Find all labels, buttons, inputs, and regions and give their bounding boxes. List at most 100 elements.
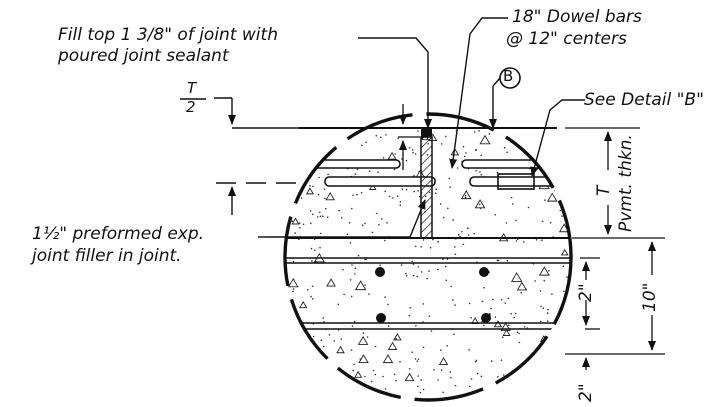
stipple-dot: [364, 284, 366, 286]
stipple-dot: [408, 368, 411, 370]
stipple-dot: [320, 232, 322, 235]
stipple-dot: [312, 335, 315, 338]
stipple-dot: [497, 259, 500, 262]
stipple-dot: [381, 218, 383, 220]
stipple-dot: [311, 285, 314, 288]
stipple-dot: [312, 213, 314, 216]
stipple-dot: [382, 157, 385, 159]
aggregate-triangle: [438, 357, 449, 366]
stipple-dot: [416, 275, 419, 278]
aggregate-triangle: [450, 147, 460, 156]
aggregate-triangle: [336, 345, 345, 354]
stipple-dot: [433, 369, 435, 371]
stipple-dot: [289, 177, 292, 180]
stipple-dot: [307, 134, 310, 137]
stipple-dot: [306, 362, 309, 365]
stipple-dot: [452, 299, 454, 301]
stipple-dot: [296, 337, 299, 340]
stipple-dot: [356, 168, 359, 171]
stipple-dot: [559, 209, 562, 212]
stipple-dot: [395, 337, 397, 340]
stipple-dot: [496, 259, 499, 262]
stipple-dot: [306, 289, 309, 291]
detail-reference-note: See Detail "B": [584, 90, 704, 110]
stipple-dot: [408, 147, 411, 149]
stipple-dot: [515, 240, 518, 242]
fraction-denominator: 2: [186, 98, 196, 116]
stipple-dot: [545, 157, 547, 159]
stipple-dot: [395, 379, 397, 382]
stipple-dot: [512, 203, 514, 205]
stipple-dot: [342, 269, 344, 271]
stipple-dot: [518, 332, 520, 335]
stipple-dot: [288, 194, 290, 196]
stipple-dot: [440, 369, 443, 371]
stipple-dot: [563, 290, 565, 293]
stipple-dot: [294, 349, 296, 352]
stipple-dot: [338, 384, 341, 387]
stipple-dot: [513, 316, 515, 319]
stipple-dot: [562, 360, 565, 363]
stipple-dot: [401, 188, 404, 190]
stipple-dot: [542, 307, 545, 309]
stipple-dot: [351, 207, 353, 210]
stipple-dot: [377, 171, 379, 173]
stipple-dot: [350, 295, 353, 298]
stipple-dot: [399, 360, 401, 363]
stipple-dot: [548, 270, 550, 272]
aggregate-triangle: [305, 187, 315, 195]
stipple-dot: [308, 147, 310, 149]
stipple-dot: [533, 385, 535, 388]
stipple-dot: [411, 149, 414, 151]
stipple-dot: [446, 345, 448, 347]
stipple-dot: [500, 359, 503, 362]
stipple-dot: [363, 391, 366, 393]
stipple-dot: [559, 329, 562, 332]
aggregate-triangle: [474, 199, 486, 209]
stipple-dot: [478, 130, 480, 132]
stipple-dot: [428, 270, 430, 272]
stipple-dot: [417, 375, 420, 377]
stipple-dot: [549, 160, 552, 162]
aggregate-triangle: [560, 248, 569, 256]
aggregate-triangle: [368, 183, 377, 190]
stipple-dot: [442, 216, 445, 219]
bottom-offset-label: 2": [576, 383, 596, 402]
aggregate-triangle: [298, 300, 308, 309]
stipple-dot: [435, 188, 438, 190]
stipple-dot: [299, 227, 301, 229]
stipple-dot: [380, 136, 382, 139]
aggregate-triangle: [393, 333, 402, 341]
stipple-dot: [332, 130, 335, 132]
stipple-dot: [309, 210, 312, 212]
stipple-dot: [291, 185, 294, 188]
stipple-dot: [393, 168, 396, 171]
stipple-dot: [440, 143, 443, 145]
dowel-bar-right-top: [461, 159, 571, 169]
stipple-dot: [314, 249, 316, 251]
dowel-bar-left-top: [291, 159, 401, 169]
stipple-dot: [445, 135, 447, 138]
stipple-dot: [507, 297, 510, 300]
stipple-dot: [319, 215, 322, 218]
stipple-dot: [422, 346, 425, 349]
stipple-dot: [309, 166, 312, 169]
stipple-dot: [310, 295, 312, 298]
stipple-dot: [385, 134, 387, 136]
rebar-dot: [479, 267, 489, 277]
stipple-dot: [551, 293, 553, 295]
stipple-dot: [534, 280, 536, 282]
stipple-dot: [394, 153, 397, 155]
dowel-sleeve: [497, 173, 535, 190]
concrete-section: [285, 128, 571, 398]
stipple-dot: [465, 152, 467, 154]
stipple-dot: [412, 274, 415, 277]
stipple-dot: [570, 133, 571, 135]
stipple-dot: [480, 173, 483, 176]
stipple-dot: [506, 151, 508, 153]
stipple-dot: [369, 393, 372, 396]
stipple-dot: [384, 190, 386, 193]
stipple-dot: [419, 391, 422, 394]
stipple-dot: [379, 264, 381, 267]
stipple-dot: [464, 194, 467, 197]
